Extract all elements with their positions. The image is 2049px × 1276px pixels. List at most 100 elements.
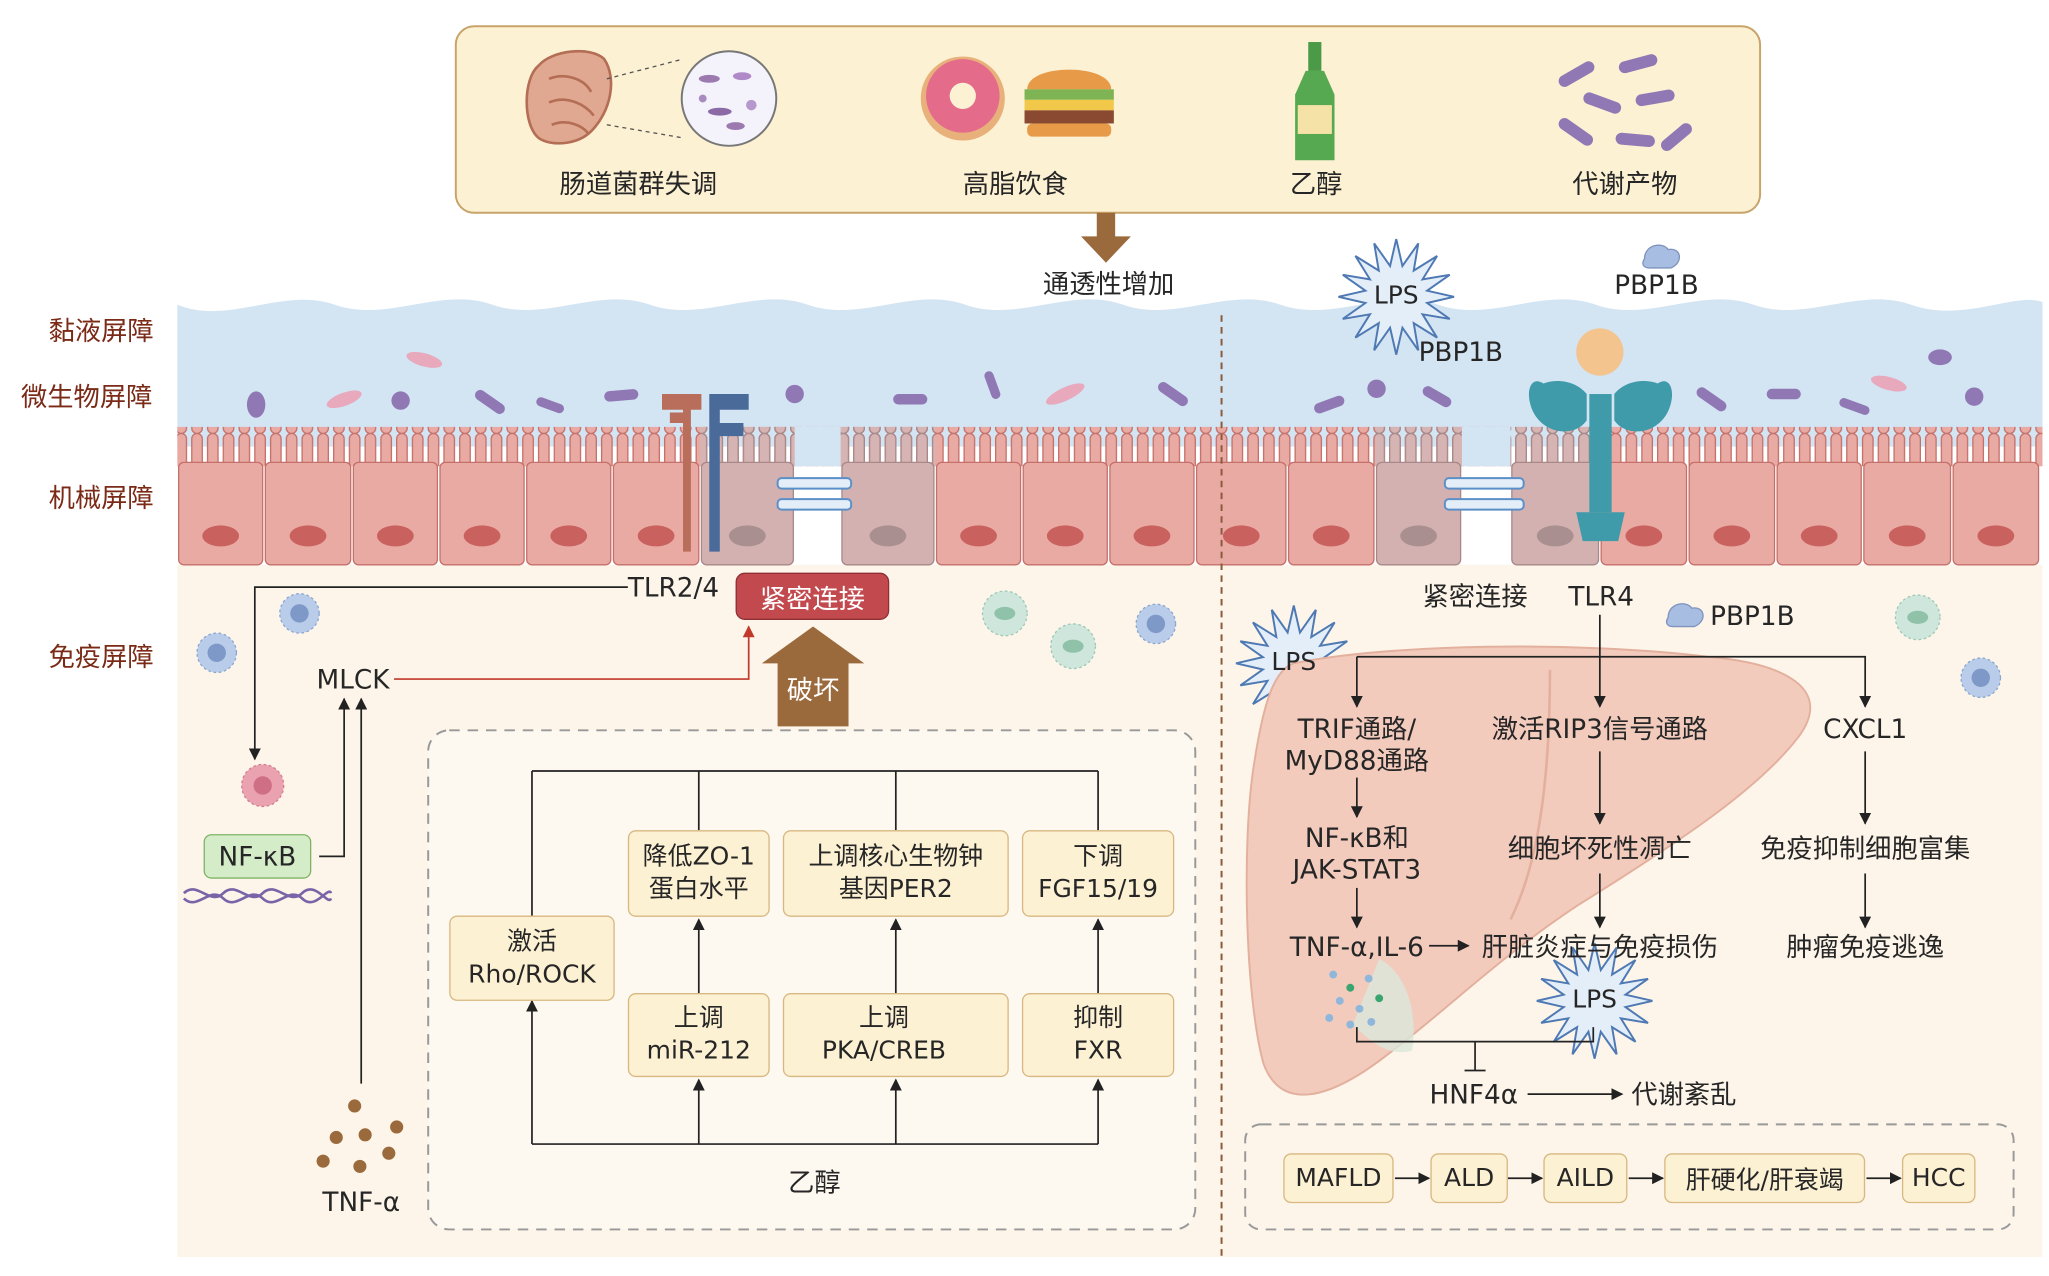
cell-nucleus <box>1133 525 1171 547</box>
zo1-line-1: 降低ZO-1 <box>642 841 755 871</box>
cell-nucleus <box>1713 525 1751 547</box>
cxcl1-label: CXCL1 <box>1823 713 1908 745</box>
factor-label-high-fat-diet: 高脂饮食 <box>962 168 1068 200</box>
right-tight-junction-label: 紧密连接 <box>1422 580 1528 613</box>
tnf-alpha-label: TNF-α <box>322 1186 401 1218</box>
cell-nucleus <box>1046 525 1084 547</box>
epithelial-cell <box>700 461 795 566</box>
trif-myd88-label: TRIF通路/MyD88通路 <box>1285 713 1429 776</box>
trif-line-1: TRIF通路/ <box>1297 713 1417 745</box>
fxr-line-2: FXR <box>1073 1036 1123 1066</box>
immune-cells <box>196 590 2002 808</box>
beer-bottle-icon <box>1295 42 1335 161</box>
tight-junction-icon <box>776 477 1525 511</box>
tlr4-label: TLR4 <box>1568 580 1634 613</box>
stage-aild: AILD <box>1543 1153 1628 1204</box>
cell-nucleus <box>637 525 675 547</box>
epithelial-cell <box>1375 461 1462 566</box>
permeability-label: 通透性增加 <box>1042 267 1175 300</box>
donut-burger-icon <box>920 56 1114 141</box>
factor-label-metabolites: 代谢产物 <box>1572 168 1678 200</box>
dna-helix-icon <box>182 888 333 904</box>
progression-box <box>1244 1123 2015 1231</box>
epithelial-cell <box>352 461 439 566</box>
rho-rock-line-2: Rho/ROCK <box>468 959 596 989</box>
nfkb-box: NF-κB <box>203 834 312 879</box>
cell-nucleus <box>289 525 327 547</box>
cell-nucleus <box>463 525 501 547</box>
permeability-arrow <box>1081 212 1131 263</box>
lps-star-icon <box>1536 942 1653 1059</box>
pka-creb-line-2: PKA/CREB <box>821 1036 947 1066</box>
tlr2-4-label: TLR2/4 <box>627 571 720 603</box>
lps-star-icon <box>1338 238 1455 355</box>
epithelial-cell <box>1287 461 1375 566</box>
trif-line-2: MyD88通路 <box>1284 744 1430 777</box>
per2-line-1: 上调核心生物钟 <box>808 841 984 871</box>
lps-label-left: LPS <box>1271 647 1317 677</box>
destroy-arrow <box>761 626 865 727</box>
pbp1b-label-top: PBP1B <box>1614 269 1699 301</box>
mir212-line-1: 上调 <box>673 1003 724 1033</box>
epithelial-cell <box>1688 461 1776 566</box>
lps-label-top: LPS <box>1373 281 1419 310</box>
cell-nucleus <box>1222 525 1260 547</box>
pbp1b-icon <box>1642 244 1680 269</box>
metabolite-icon <box>1558 54 1692 152</box>
cell-nucleus <box>960 525 997 547</box>
fgf-line-2: FGF15/19 <box>1038 874 1159 904</box>
nfkb-jak-line-2: JAK-STAT3 <box>1292 853 1422 886</box>
mucus-barrier-label: 黏液屏障 <box>48 315 154 347</box>
epithelial-cell <box>439 461 525 566</box>
epithelial-cell <box>1109 461 1195 566</box>
epithelial-cell <box>612 461 700 566</box>
zo1-line-2: 蛋白水平 <box>648 874 749 904</box>
rip3-label: 激活RIP3信号通路 <box>1491 713 1708 745</box>
cell-nucleus <box>1312 525 1350 547</box>
epithelial-cells <box>177 461 2040 566</box>
cell-nucleus <box>869 525 907 547</box>
epithelial-cell <box>935 461 1022 566</box>
cytokine-dots <box>1325 970 1384 1029</box>
cell-nucleus <box>550 525 588 547</box>
rho-rock-line-1: 激活 <box>506 926 557 956</box>
necroptosis-label: 细胞坏死性凋亡 <box>1507 832 1692 865</box>
per2-box: 上调核心生物钟基因PER2 <box>782 830 1009 917</box>
destroy-label: 破坏 <box>786 673 840 706</box>
cell-nucleus <box>376 525 414 547</box>
nfkb-jak-line-1: NF-κB和 <box>1304 822 1409 854</box>
epithelial-cell <box>1195 461 1287 566</box>
per2-line-2: 基因PER2 <box>838 874 953 904</box>
intestine-microbe-icon <box>525 49 778 147</box>
microbes <box>246 349 1984 418</box>
epithelial-cell <box>1022 461 1108 566</box>
epithelial-cell <box>1952 461 2040 566</box>
epithelial-cell <box>526 461 612 566</box>
pbp1b-label-mid: PBP1B <box>1418 336 1504 368</box>
microbial-barrier-label: 微生物屏障 <box>21 380 153 413</box>
brush-border <box>177 426 2043 467</box>
tight-junction-badge: 紧密连接 <box>735 572 890 620</box>
cell-nucleus <box>1536 525 1574 547</box>
pbp1b-label-low: PBP1B <box>1710 600 1795 632</box>
ethanol-label: 乙醇 <box>788 1166 841 1198</box>
epithelial-cell <box>264 461 352 566</box>
tumor-escape-label: 肿瘤免疫逃逸 <box>1786 931 1944 963</box>
hnf4a-label: HNF4α <box>1429 1078 1519 1110</box>
tnf-il6-label: TNF-α,IL-6 <box>1289 931 1424 963</box>
immune-suppression-label: 免疫抑制细胞富集 <box>1760 832 1971 865</box>
tnf-particles-icon <box>316 1099 404 1173</box>
factor-label-gut-dysbiosis: 肠道菌群失调 <box>559 168 718 200</box>
fgf-line-1: 下调 <box>1073 841 1124 871</box>
stage-hcc: HCC <box>1901 1153 1976 1204</box>
mlck-label: MLCK <box>316 663 390 695</box>
